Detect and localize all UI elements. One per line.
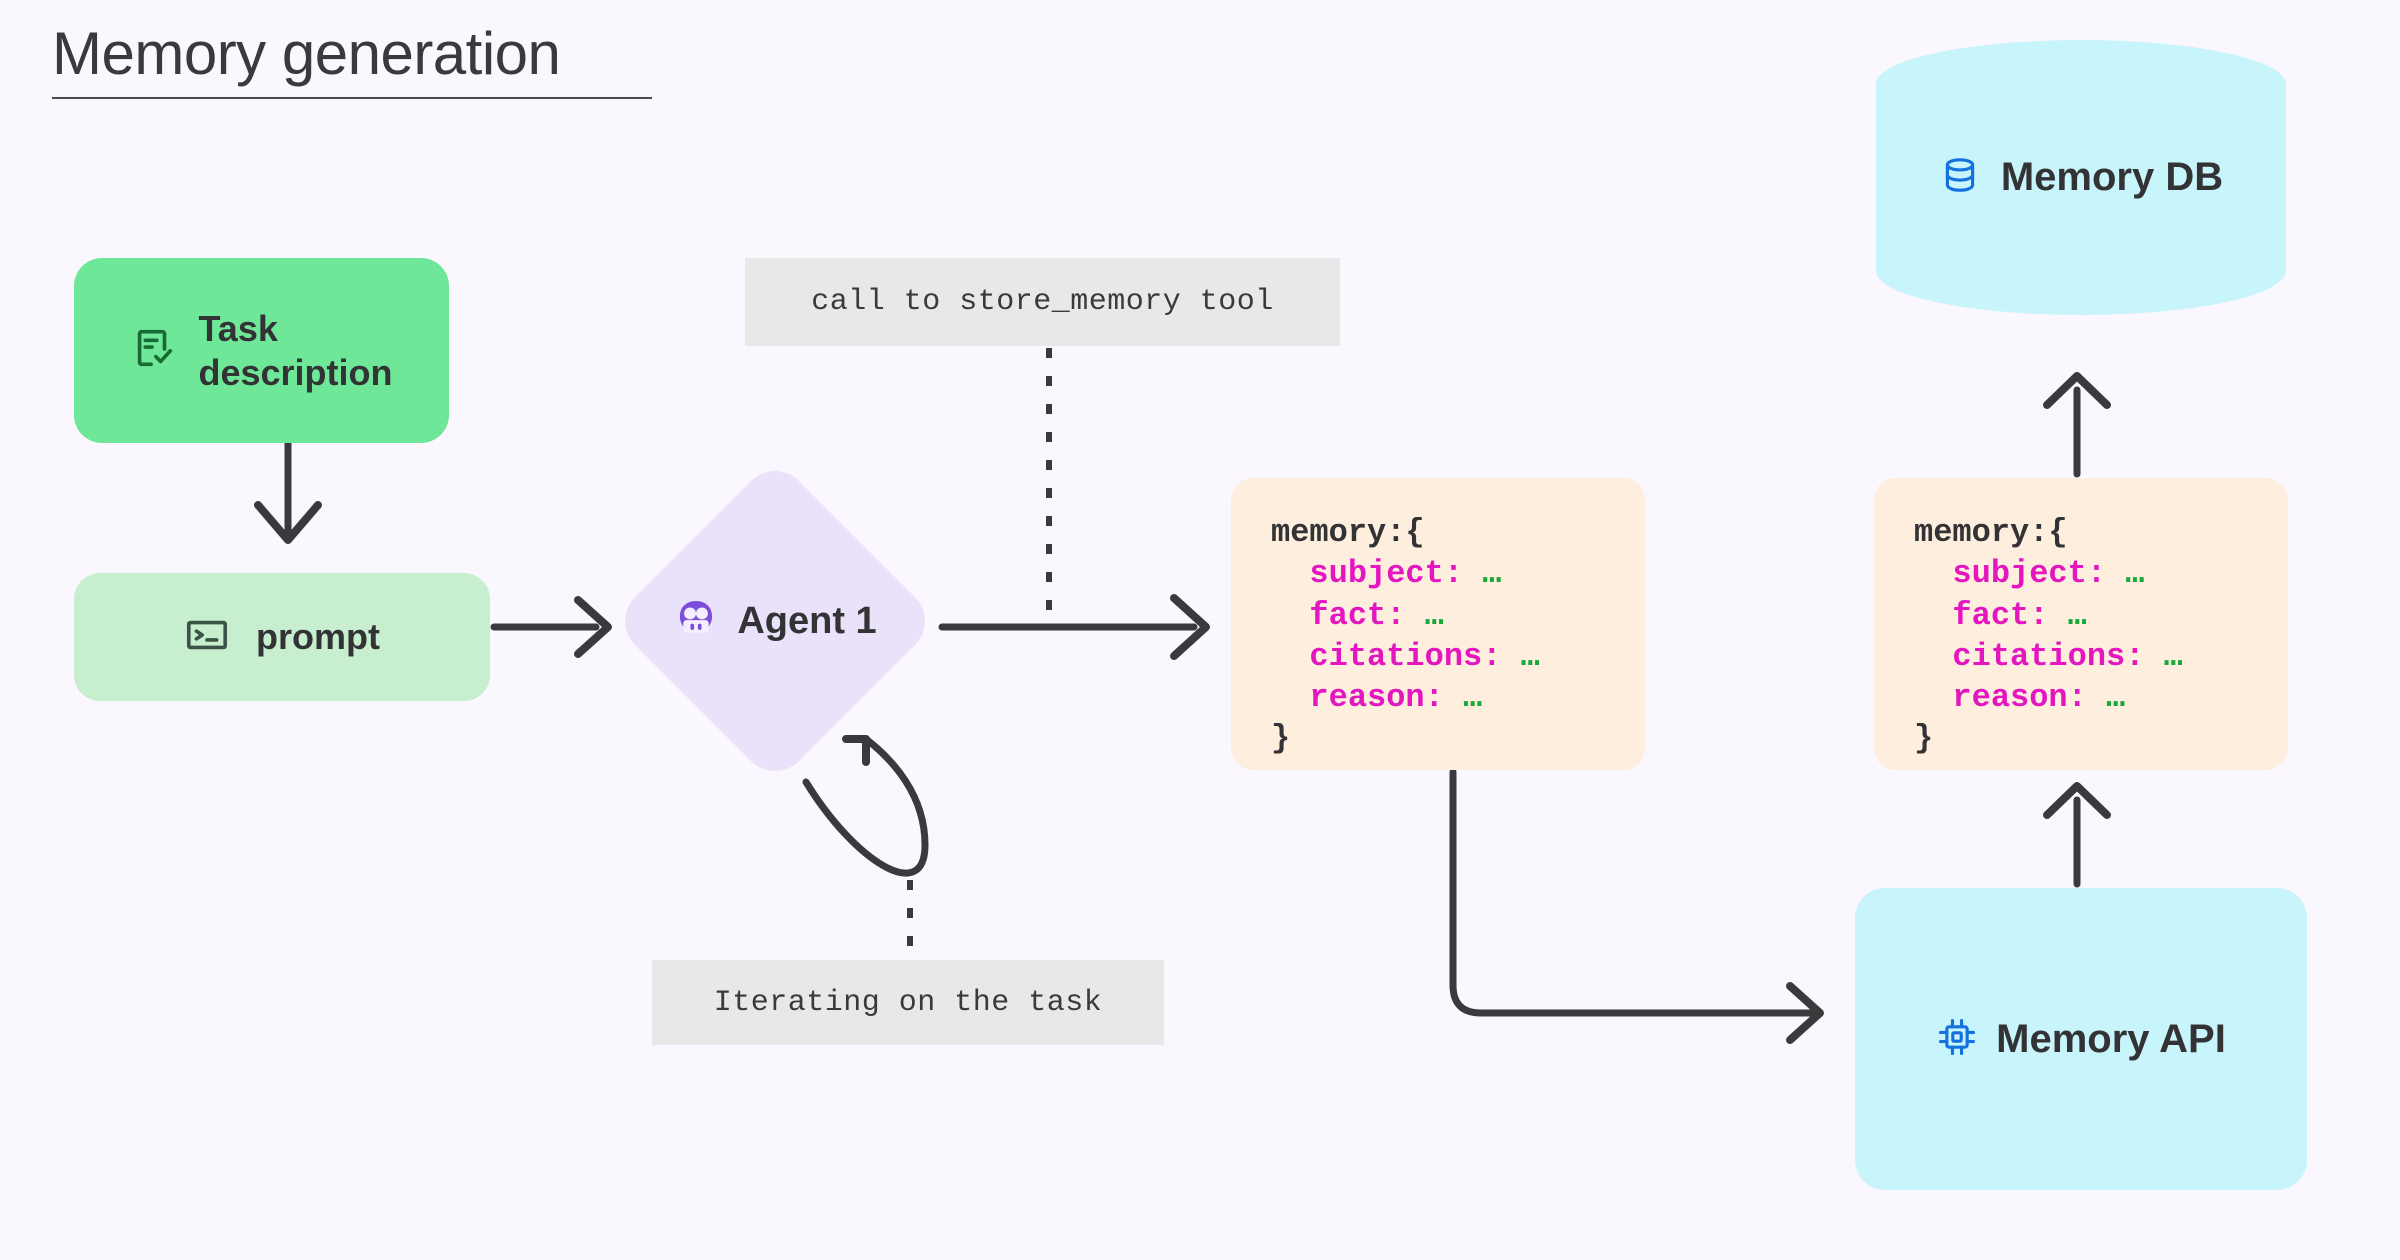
memory-db-cylinder-shape	[1876, 40, 2286, 315]
node-agent-label: Agent 1	[737, 599, 877, 642]
memory-value-fact-left: …	[1424, 596, 1444, 634]
node-memory-api[interactable]: Memory API	[1855, 888, 2307, 1190]
node-memory-api-label: Memory API	[1996, 1016, 2226, 1061]
memory-value-citations-right: …	[2163, 637, 2183, 675]
node-prompt[interactable]: prompt	[74, 573, 490, 701]
robot-icon	[673, 596, 719, 647]
edge-memory-api-to-memory-right	[2043, 782, 2111, 888]
node-prompt-label: prompt	[256, 616, 380, 657]
memory-value-reason-left: …	[1463, 679, 1483, 717]
document-check-icon	[130, 325, 176, 376]
memory-key-subject-left: subject:	[1309, 555, 1464, 593]
memory-value-subject-left: …	[1482, 555, 1502, 593]
page-title: Memory generation	[52, 20, 561, 87]
title-underline	[52, 97, 652, 99]
memory-value-fact-right: …	[2067, 596, 2087, 634]
memory-value-reason-right: …	[2106, 679, 2126, 717]
edge-agent-to-memory	[938, 594, 1210, 660]
memory-key-citations-left: citations:	[1309, 637, 1502, 675]
memory-payload-card-right: memory:{ subject: … fact: … citations: ……	[1874, 478, 2288, 770]
memory-key-reason-right: reason:	[1952, 679, 2087, 717]
node-task-description[interactable]: Task description	[74, 258, 449, 443]
memory-open-brace-left: memory:{	[1271, 514, 1425, 551]
memory-value-citations-left: …	[1520, 637, 1540, 675]
memory-payload-card-left: memory:{ subject: … fact: … citations: ……	[1231, 478, 1645, 770]
edge-memory-to-memory-api	[1449, 768, 1824, 1044]
annotation-iterating-on-task: Iterating on the task	[652, 960, 1164, 1045]
memory-key-reason-left: reason:	[1309, 679, 1444, 717]
node-memory-db-label: Memory DB	[2000, 155, 2224, 199]
node-agent[interactable]: Agent 1	[610, 456, 940, 786]
edge-prompt-to-agent	[490, 596, 612, 658]
memory-key-fact-left: fact:	[1309, 596, 1406, 634]
edge-task-description-to-prompt	[254, 439, 322, 544]
node-task-description-label: Task description	[198, 307, 393, 393]
database-icon	[1939, 154, 1981, 201]
chip-icon	[1936, 1016, 1978, 1063]
node-memory-db[interactable]: Memory DB	[1876, 40, 2286, 315]
memory-open-brace-right: memory:{	[1914, 514, 2068, 551]
memory-close-brace-left: }	[1271, 720, 1291, 758]
terminal-icon	[184, 612, 230, 663]
memory-key-fact-right: fact:	[1952, 596, 2049, 634]
memory-close-brace-right: }	[1914, 720, 1934, 758]
title-block: Memory generation	[52, 22, 652, 99]
memory-key-citations-right: citations:	[1952, 637, 2145, 675]
annotation-store-memory-tool: call to store_memory tool	[745, 258, 1340, 346]
memory-key-subject-right: subject:	[1952, 555, 2107, 593]
edge-memory-right-to-memory-db	[2043, 372, 2111, 478]
memory-value-subject-right: …	[2125, 555, 2145, 593]
